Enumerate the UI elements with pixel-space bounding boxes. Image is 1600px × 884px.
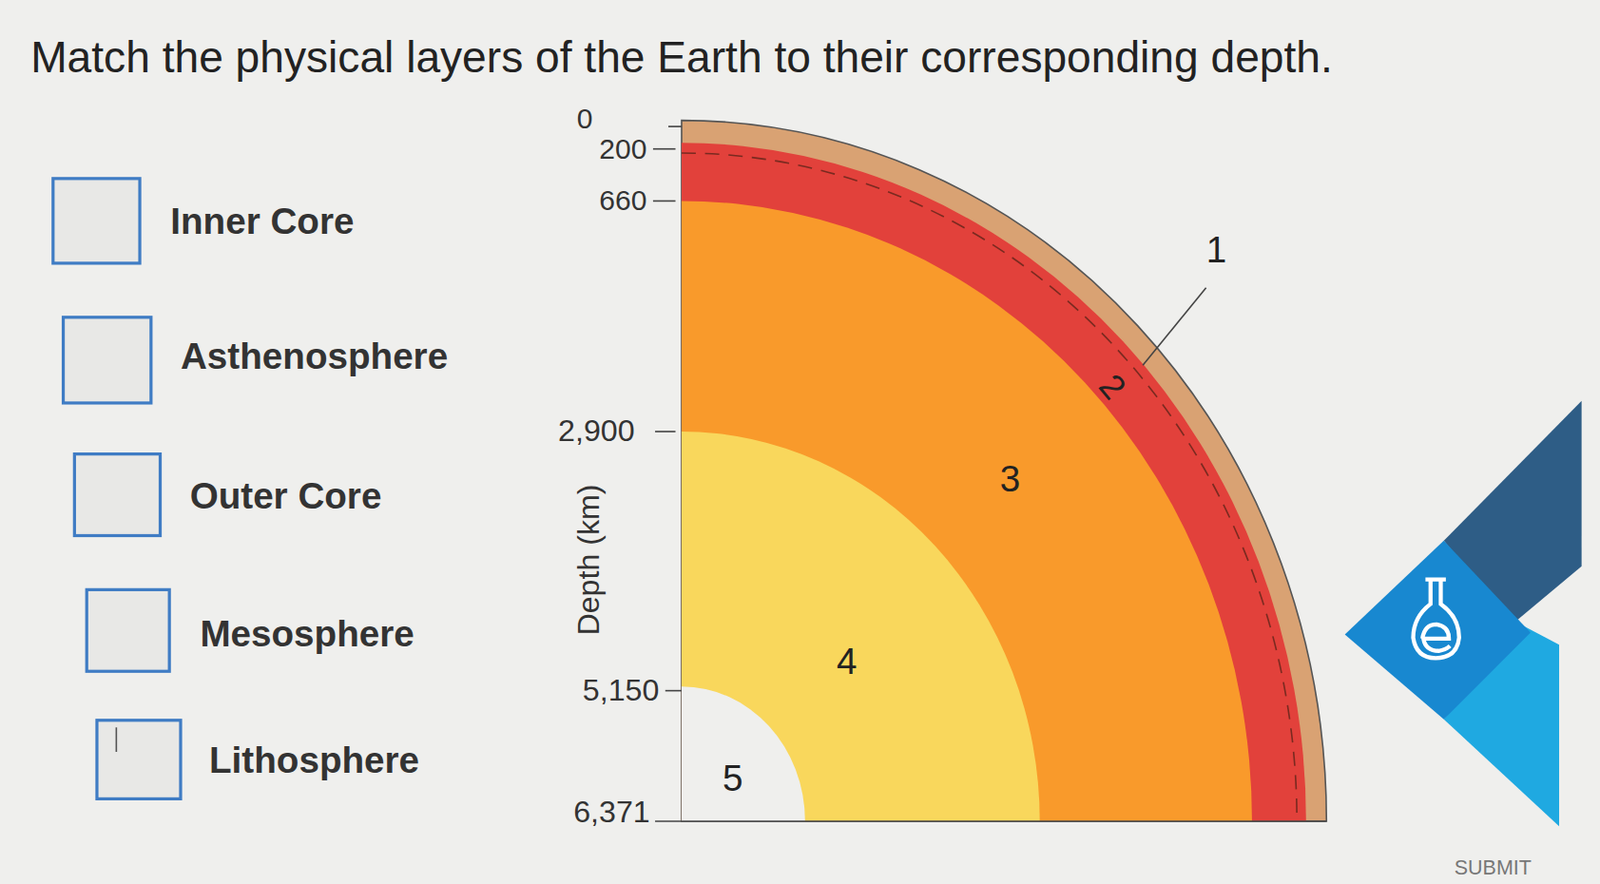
depth-value: 2,900 xyxy=(558,414,636,450)
submit-button: SUBMIT xyxy=(1454,856,1532,881)
checkbox xyxy=(86,589,170,672)
dashed-boundary xyxy=(681,153,1297,822)
depth-value: 660 xyxy=(598,184,647,218)
answer-label: Outer Core xyxy=(190,474,383,517)
callout-number: 2 xyxy=(1090,366,1134,408)
callout-number: 3 xyxy=(1000,458,1021,501)
answer-label: Inner Core xyxy=(170,200,354,243)
checkbox xyxy=(74,454,160,537)
checkbox xyxy=(63,317,152,404)
axis-title: Depth (km) xyxy=(572,484,608,637)
text-cursor xyxy=(115,727,118,752)
depth-value: 5,150 xyxy=(582,673,660,709)
answer-label: Mesosphere xyxy=(199,612,414,655)
checkbox xyxy=(53,178,140,264)
flask-icon xyxy=(1413,579,1460,659)
depth-tick xyxy=(653,200,676,203)
depth-tick xyxy=(653,148,676,151)
depth-value: 6,371 xyxy=(573,795,651,831)
answer-label: Asthenosphere xyxy=(180,334,448,377)
question-title: Match the physical layers of the Earth t… xyxy=(30,33,1333,84)
lithosphere-band xyxy=(681,120,1327,822)
callout-number: 1 xyxy=(1206,229,1227,271)
logo-shape xyxy=(1345,540,1531,720)
callout-number: 5 xyxy=(722,757,743,800)
mesosphere-band xyxy=(681,200,1253,822)
callout-number: 4 xyxy=(836,639,857,682)
inner-core-band xyxy=(681,686,806,822)
depth-tick xyxy=(668,125,682,128)
depth-tick xyxy=(665,690,682,693)
depth-tick xyxy=(655,430,675,433)
baseline xyxy=(655,820,1327,823)
outer-core-band xyxy=(681,431,1041,822)
leader-line xyxy=(1142,288,1207,367)
asthenosphere-band xyxy=(681,142,1307,822)
checkbox xyxy=(96,720,181,800)
answer-label: Lithosphere xyxy=(209,738,420,781)
depth-value: 0 xyxy=(577,101,594,135)
depth-value: 200 xyxy=(598,132,647,166)
